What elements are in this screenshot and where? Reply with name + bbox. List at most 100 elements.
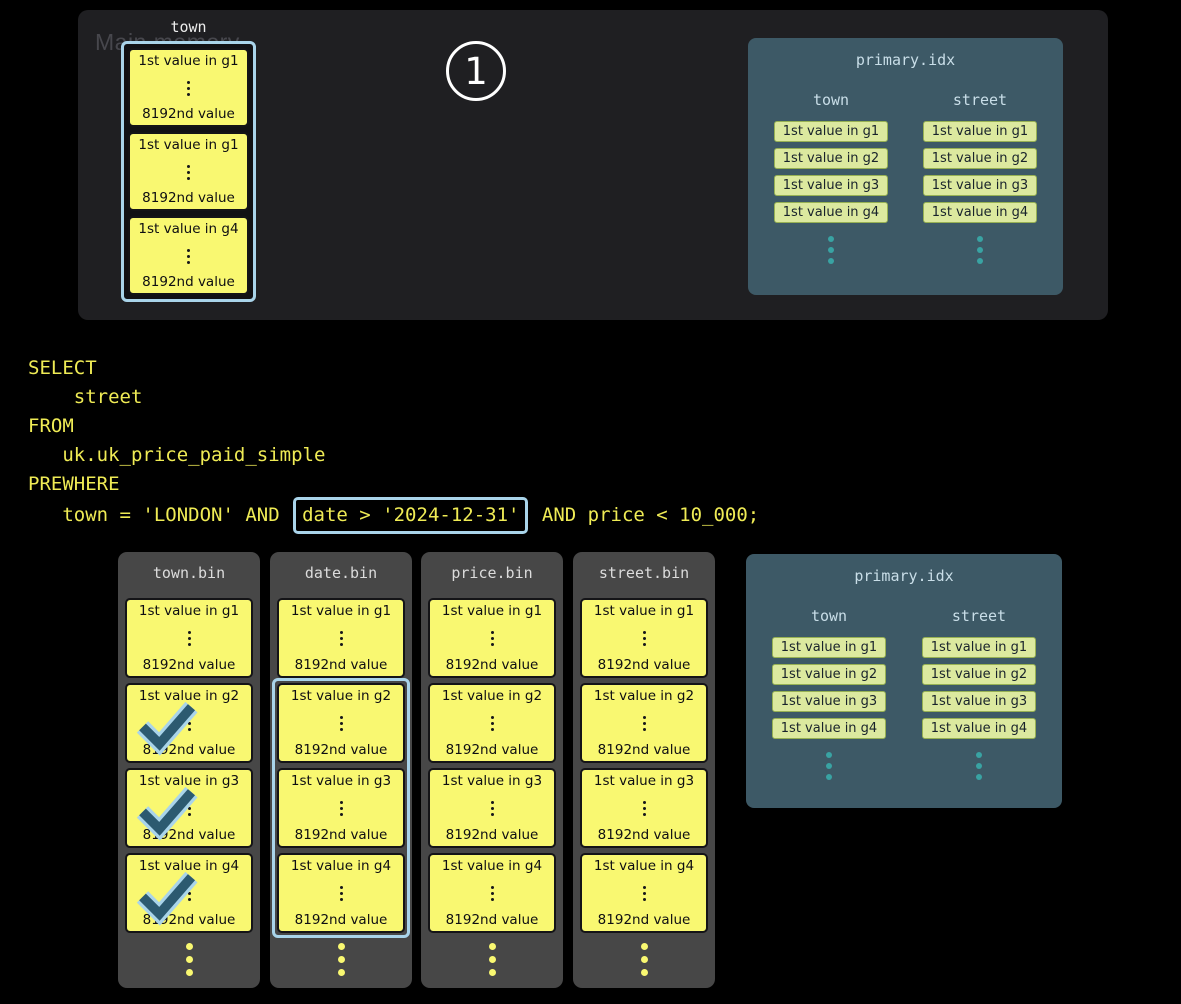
granule-first-value: 1st value in g4 [290, 858, 392, 874]
index-mark-entry: 1st value in g3 [922, 691, 1036, 712]
step-number: 1 [464, 49, 488, 93]
index-column-town: town 1st value in g1 1st value in g2 1st va… [760, 607, 898, 780]
ellipsis-icon [187, 631, 191, 646]
granule-block: 1st value in g1 8192nd value [128, 132, 249, 211]
granule-last-value: 8192nd value [597, 827, 691, 844]
index-mark-entry: 1st value in g4 [922, 718, 1036, 739]
granule-block: 1st value in g3 8192nd value [428, 768, 556, 848]
granule-last-value: 8192nd value [294, 912, 388, 929]
granule-first-value: 1st value in g4 [593, 858, 695, 874]
bin-title: price.bin [451, 564, 533, 582]
ellipsis-icon [490, 716, 494, 731]
granule-last-value: 8192nd value [142, 106, 235, 123]
ellipsis-icon [642, 716, 646, 731]
sql-line-predicates: town = 'LONDON' AND date > '2024-12-31' … [28, 497, 760, 534]
granule-last-value: 8192nd value [294, 827, 388, 844]
granule-first-value: 1st value in g3 [441, 773, 543, 789]
primary-idx-title: primary.idx [855, 51, 956, 69]
checkmark-icon [136, 871, 198, 926]
more-granules-dots-icon [421, 943, 563, 976]
ellipsis-icon [187, 164, 190, 180]
ellipsis-icon [490, 631, 494, 646]
granule-last-value: 8192nd value [142, 657, 236, 674]
granule-first-value: 1st value in g4 [138, 221, 239, 237]
sql-query: SELECT street FROM uk.uk_price_paid_simp… [28, 354, 760, 534]
ellipsis-icon [339, 886, 343, 901]
index-mark-entry: 1st value in g1 [923, 121, 1037, 142]
bin-title: date.bin [304, 564, 378, 582]
granule-last-value: 8192nd value [445, 657, 539, 674]
granule-block: 1st value in g3 8192nd value [277, 768, 405, 848]
date-predicate-highlight-box: date > '2024-12-31' [293, 497, 529, 534]
granule-first-value: 1st value in g2 [441, 688, 543, 704]
index-column-header: town [812, 91, 850, 109]
granule-block: 1st value in g4 8192nd value [128, 216, 249, 295]
index-mark-entry: 1st value in g1 [922, 637, 1036, 658]
primary-index-panel-bottom: primary.idx town 1st value in g1 1st value … [746, 554, 1062, 808]
primary-idx-title: primary.idx [854, 567, 954, 585]
more-entries-dots-icon [826, 752, 832, 780]
sql-line-from: FROM [28, 415, 74, 437]
granule-first-value: 1st value in g2 [290, 688, 392, 704]
granule-first-value: 1st value in g3 [138, 773, 240, 789]
sql-predicate-prefix: town = 'LONDON' AND [28, 504, 292, 526]
granule-first-value: 1st value in g3 [593, 773, 695, 789]
index-mark-entry: 1st value in g2 [772, 664, 886, 685]
granule-first-value: 1st value in g1 [441, 603, 543, 619]
index-mark-entry: 1st value in g2 [774, 148, 888, 169]
memory-column-label: town [170, 18, 207, 36]
ellipsis-icon [339, 716, 343, 731]
granule-first-value: 1st value in g1 [138, 137, 239, 153]
index-mark-entry: 1st value in g2 [922, 664, 1036, 685]
granule-last-value: 8192nd value [142, 274, 235, 291]
ellipsis-icon [339, 631, 343, 646]
granule-block: 1st value in g1 8192nd value [128, 48, 249, 127]
sql-line-select: SELECT [28, 357, 97, 379]
index-mark-entry: 1st value in g4 [923, 202, 1037, 223]
index-mark-entry: 1st value in g4 [774, 202, 888, 223]
ellipsis-icon [339, 801, 343, 816]
index-mark-entry: 1st value in g1 [772, 637, 886, 658]
index-column-header: town [810, 607, 848, 625]
granule-last-value: 8192nd value [597, 657, 691, 674]
granule-last-value: 8192nd value [597, 742, 691, 759]
granule-first-value: 1st value in g1 [138, 53, 239, 69]
granule-first-value: 1st value in g1 [290, 603, 392, 619]
sql-predicate-suffix: AND price < 10_000; [530, 504, 760, 526]
ellipsis-icon [642, 631, 646, 646]
index-mark-entry: 1st value in g3 [774, 175, 888, 196]
sql-line-table: uk.uk_price_paid_simple [28, 444, 326, 466]
granule-last-value: 8192nd value [445, 912, 539, 929]
granule-block: 1st value in g4 8192nd value [580, 853, 708, 933]
granule-last-value: 8192nd value [597, 912, 691, 929]
granule-first-value: 1st value in g3 [290, 773, 392, 789]
granule-last-value: 8192nd value [294, 742, 388, 759]
granule-block: 1st value in g4 8192nd value [277, 853, 405, 933]
index-mark-entry: 1st value in g4 [772, 718, 886, 739]
checkmark-icon [136, 786, 198, 841]
more-granules-dots-icon [270, 943, 412, 976]
granule-last-value: 8192nd value [142, 190, 235, 207]
index-mark-entry: 1st value in g3 [923, 175, 1037, 196]
granule-last-value: 8192nd value [445, 827, 539, 844]
